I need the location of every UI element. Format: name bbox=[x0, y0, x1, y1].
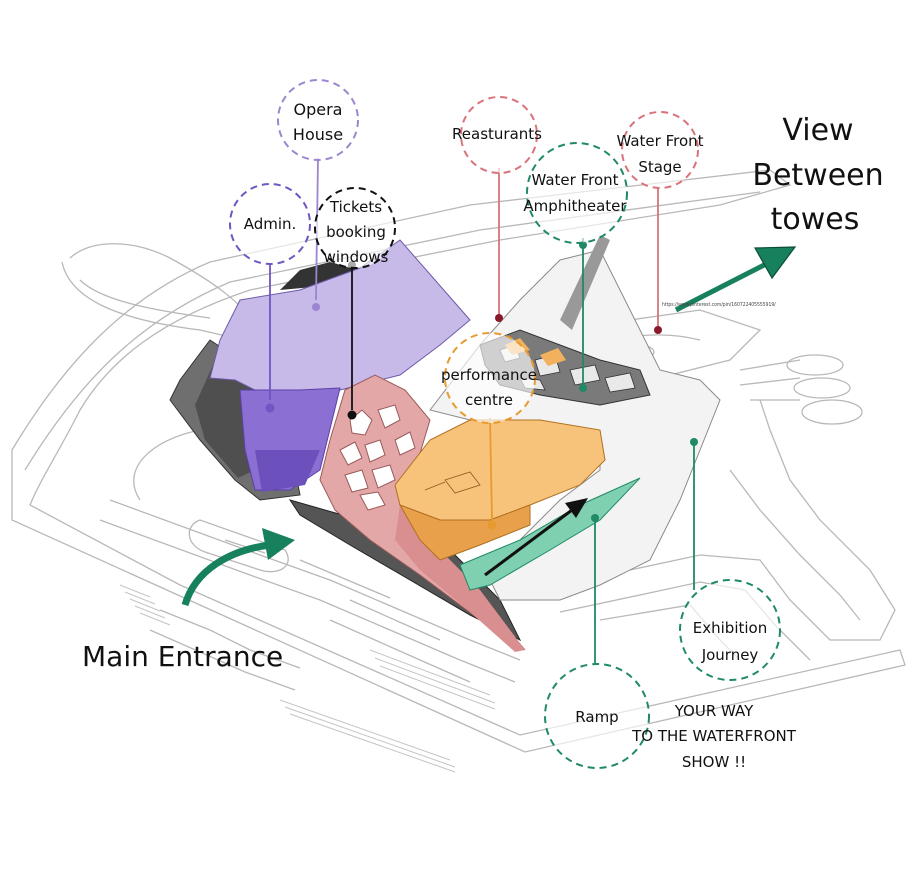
waterfront-note-2: TO THE WATERFRONT bbox=[631, 727, 797, 745]
parking-hatch bbox=[120, 585, 495, 772]
tickets-label-3: windows bbox=[324, 248, 389, 266]
main-entrance-label: Main Entrance bbox=[82, 640, 283, 673]
amphitheater-label-1: Water Front bbox=[531, 171, 618, 189]
water-front-stage-circle bbox=[622, 112, 698, 188]
tickets-label-1: Tickets bbox=[329, 198, 382, 216]
waterfront-note-3: SHOW !! bbox=[682, 753, 746, 771]
tickets-label-2: booking bbox=[326, 223, 386, 241]
admin-label: Admin. bbox=[244, 215, 297, 233]
amphitheater-circle bbox=[527, 143, 627, 243]
entrance-arrow bbox=[185, 528, 295, 605]
opera-house-circle bbox=[278, 80, 358, 160]
restaurants-label: Reasturants bbox=[452, 125, 542, 143]
view-label-3: towes bbox=[771, 202, 860, 237]
view-arrow bbox=[676, 247, 795, 310]
water-front-stage-label-1: Water Front bbox=[616, 132, 703, 150]
exhibition-label-2: Journey bbox=[701, 646, 759, 664]
admin-volume-shade bbox=[255, 450, 320, 492]
performance-label-1: performance bbox=[441, 366, 537, 384]
waterfront-note-1: YOUR WAY bbox=[674, 702, 754, 720]
view-label-1: View bbox=[782, 113, 853, 148]
opera-house-label-2: House bbox=[293, 125, 343, 144]
water-front-stage-label-2: Stage bbox=[638, 158, 681, 176]
exhibition-label-1: Exhibition bbox=[693, 619, 767, 637]
image-url: https://www.pinterest.com/pin/1607224055… bbox=[662, 302, 776, 308]
amphitheater-label-2: Amphitheater bbox=[523, 197, 627, 215]
view-label-2: Between bbox=[752, 158, 883, 193]
ramp-label: Ramp bbox=[575, 708, 618, 726]
performance-label-2: centre bbox=[465, 391, 513, 409]
opera-house-label-1: Opera bbox=[294, 100, 343, 119]
